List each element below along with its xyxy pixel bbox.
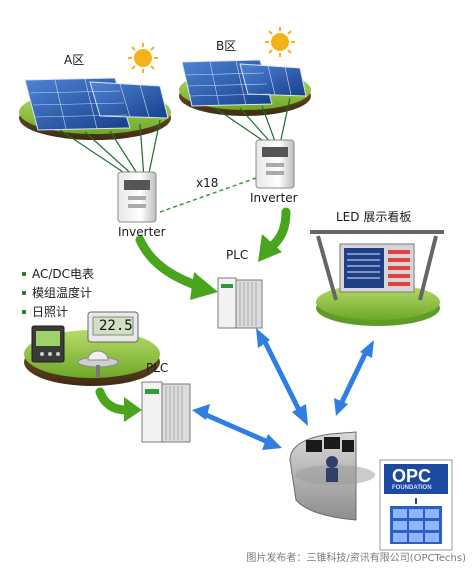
temperature-meter: [87, 311, 139, 343]
plc-unit-bottom: [141, 381, 191, 443]
solar-field-a: [19, 43, 171, 140]
image-caption: 图片发布者：三锥科技/资讯有限公司(OPCTechs): [246, 553, 466, 564]
sensor-list: AC/DC电表 模组温度计 日照计: [22, 264, 94, 321]
temperature-display: 22.5: [99, 318, 133, 334]
solar-panel-array-a: [24, 77, 169, 131]
inverter-a-label: Inverter: [118, 225, 166, 239]
led-board-label: LED 展示看板: [336, 210, 412, 224]
sensor-list-item: 模组温度计: [22, 283, 94, 302]
solar-panel-array-b: [181, 59, 307, 107]
scada-console: [289, 431, 375, 521]
arrow-inverter-a-to-plc: [135, 235, 218, 300]
panel-cables: [59, 97, 291, 179]
plc-bottom-label: PLC: [146, 361, 169, 375]
bullet-icon: [22, 309, 26, 314]
led-board: [310, 230, 444, 326]
bullet-icon: [22, 290, 26, 295]
inverter-b-label: Inverter: [250, 191, 298, 205]
inverter-b: [255, 139, 295, 189]
opc-logo: OPC: [392, 466, 432, 486]
sensor-list-item: 日照计: [22, 302, 94, 321]
pyranometer: [77, 350, 119, 377]
arrow-led-to-scada: [334, 340, 374, 416]
inverter-link-label: x18: [196, 176, 219, 190]
bullet-icon: [22, 271, 26, 276]
solar-field-b-label: B区: [216, 39, 237, 53]
inverter-a: [117, 171, 157, 223]
arrow-sensors-to-plc: [95, 387, 142, 422]
sun-icon: [128, 43, 158, 73]
plc-top-label: PLC: [226, 248, 249, 262]
power-meter: [31, 325, 65, 363]
arrow-plc-top-to-scada: [256, 328, 308, 426]
arrow-plc-bottom-to-scada: [192, 404, 282, 450]
arrow-inverter-b-to-plc: [258, 207, 291, 262]
opc-subtext: FOUNDATION: [392, 485, 432, 491]
sensor-list-item: AC/DC电表: [22, 264, 94, 283]
sensor-island: [24, 311, 160, 386]
solar-field-b: [179, 27, 311, 116]
opc-foundation-card: [379, 459, 453, 551]
plc-unit-top: [217, 277, 263, 329]
solar-field-a-label: A区: [64, 53, 85, 67]
sun-icon: [265, 27, 295, 57]
inverter-link-dashed: [159, 177, 257, 213]
